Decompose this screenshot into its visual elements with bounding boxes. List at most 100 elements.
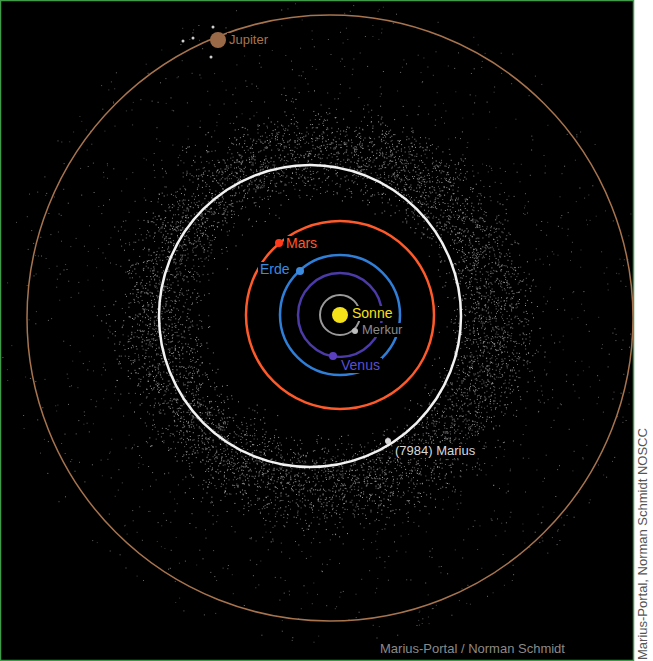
belt-dot (339, 438, 340, 439)
belt-dot (455, 263, 456, 264)
belt-dot (418, 468, 419, 469)
belt-dot (170, 408, 171, 409)
belt-dot (394, 172, 395, 173)
belt-dot (280, 160, 281, 161)
belt-dot (178, 297, 179, 298)
belt-dot (444, 224, 445, 225)
belt-dot (454, 477, 455, 478)
belt-dot (460, 283, 461, 284)
belt-dot (467, 356, 468, 357)
belt-dot (198, 195, 199, 196)
belt-dot (511, 310, 512, 311)
belt-dot (481, 352, 482, 353)
belt-dot (275, 138, 276, 139)
belt-dot (297, 499, 298, 500)
space-background (1, 1, 634, 661)
belt-dot (406, 176, 407, 177)
belt-dot (353, 148, 354, 149)
belt-dot (395, 160, 396, 161)
belt-dot (482, 238, 483, 239)
belt-dot (274, 124, 275, 125)
belt-dot (322, 141, 323, 142)
belt-dot (339, 496, 340, 497)
belt-dot (312, 470, 313, 471)
belt-dot (382, 155, 383, 156)
belt-dot (142, 240, 143, 241)
belt-dot (505, 277, 506, 278)
belt-dot (119, 361, 120, 362)
belt-dot (208, 484, 209, 485)
belt-dot (202, 435, 203, 436)
belt-dot (444, 187, 445, 188)
belt-dot (396, 205, 397, 206)
belt-dot (219, 425, 220, 426)
belt-dot (326, 150, 327, 151)
belt-dot (205, 230, 206, 231)
belt-dot (422, 202, 423, 203)
belt-dot (500, 343, 501, 344)
belt-dot (224, 160, 225, 161)
belt-dot (509, 256, 510, 257)
belt-dot (236, 425, 237, 426)
belt-dot (191, 446, 192, 447)
belt-dot (514, 317, 515, 318)
belt-dot (188, 254, 189, 255)
belt-dot (319, 138, 320, 139)
belt-dot (180, 290, 181, 291)
belt-dot (363, 164, 364, 165)
belt-dot (244, 417, 245, 418)
belt-dot (287, 496, 288, 497)
belt-dot (221, 178, 222, 179)
belt-dot (430, 182, 431, 183)
belt-dot (283, 470, 284, 471)
belt-dot (160, 372, 161, 373)
belt-dot (305, 462, 306, 463)
belt-dot (291, 150, 292, 151)
belt-dot (261, 480, 262, 481)
belt-dot (435, 499, 436, 500)
belt-dot (250, 441, 251, 442)
belt-dot (492, 392, 493, 393)
belt-dot (265, 156, 266, 157)
belt-dot (438, 202, 439, 203)
belt-dot (354, 149, 355, 150)
belt-dot (201, 162, 202, 163)
belt-dot (231, 464, 232, 465)
belt-dot (293, 114, 294, 115)
belt-dot (419, 200, 420, 201)
belt-dot (135, 315, 136, 316)
belt-dot (379, 152, 380, 153)
belt-dot (230, 469, 231, 470)
belt-dot (104, 306, 105, 307)
belt-dot (166, 187, 167, 188)
belt-dot (339, 514, 340, 515)
belt-dot (149, 393, 150, 394)
belt-dot (176, 400, 177, 401)
belt-dot (304, 535, 305, 536)
belt-dot (197, 232, 198, 233)
belt-dot (215, 166, 216, 167)
belt-dot (487, 419, 488, 420)
belt-dot (284, 156, 285, 157)
belt-dot (406, 163, 407, 164)
belt-dot (429, 256, 430, 257)
belt-dot (129, 303, 130, 304)
belt-dot (260, 512, 261, 513)
belt-dot (535, 260, 536, 261)
belt-dot (455, 226, 456, 227)
belt-dot (428, 435, 429, 436)
belt-dot (477, 422, 478, 423)
belt-dot (233, 420, 234, 421)
belt-dot (383, 140, 384, 141)
belt-dot (257, 463, 258, 464)
belt-dot (479, 297, 480, 298)
belt-dot (480, 288, 481, 289)
belt-dot (249, 506, 250, 507)
belt-dot (457, 252, 458, 253)
belt-dot (281, 492, 282, 493)
belt-dot (224, 480, 225, 481)
belt-dot (275, 514, 276, 515)
belt-dot (445, 405, 446, 406)
belt-dot (386, 479, 387, 480)
belt-dot (233, 175, 234, 176)
